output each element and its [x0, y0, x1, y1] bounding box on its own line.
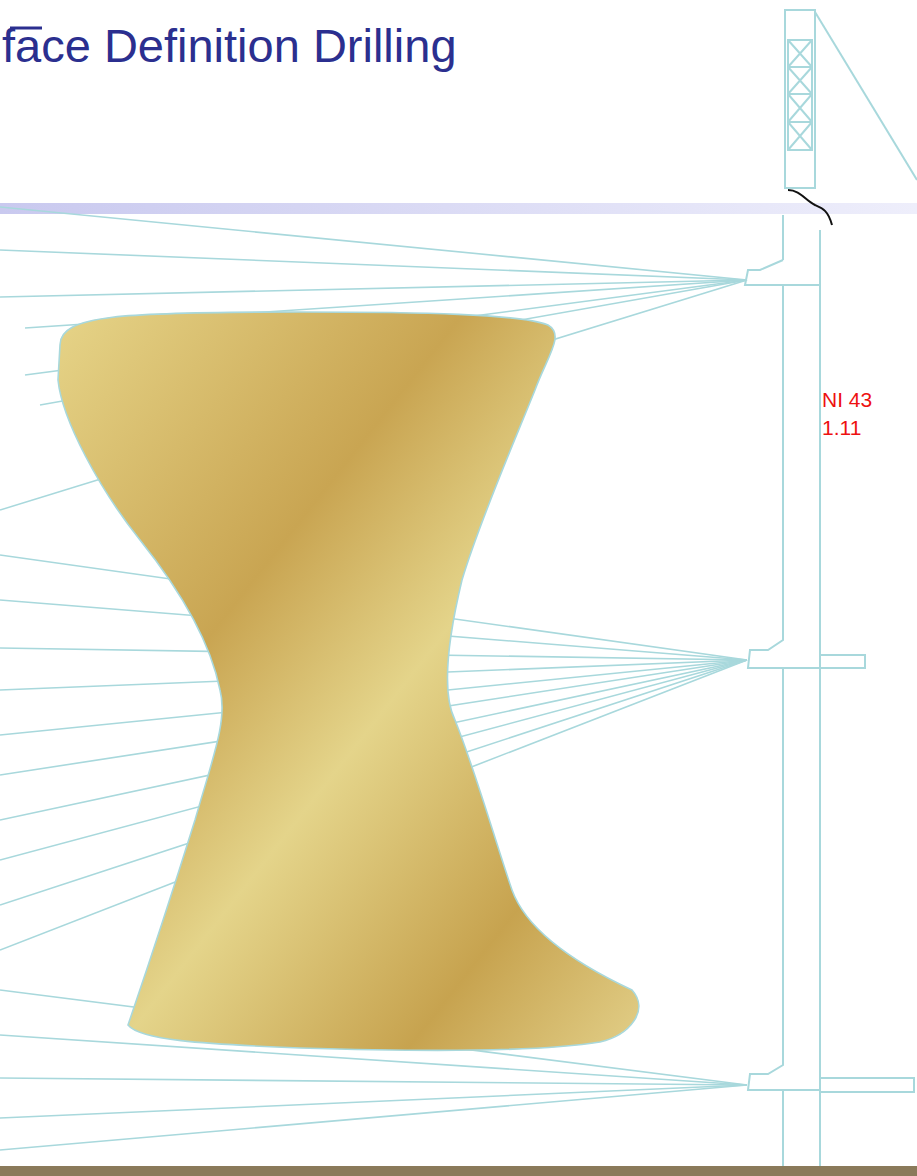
headframe: [785, 10, 917, 188]
drill-hole: [0, 1085, 747, 1118]
shaft: [745, 215, 914, 1176]
slide-title: face Definition Drilling: [2, 18, 457, 73]
drill-hole: [0, 207, 747, 280]
note-label: NI 43: [822, 388, 872, 412]
ore-body: [58, 312, 639, 1050]
drill-holes: [0, 207, 747, 1150]
note-label: 1.11: [822, 416, 861, 440]
break-symbol: [788, 190, 832, 225]
drill-hole: [0, 250, 747, 280]
drill-hole: [0, 1078, 747, 1085]
ground-strip: [0, 1166, 917, 1176]
title-rule: [0, 203, 917, 214]
drill-hole: [0, 1085, 747, 1150]
